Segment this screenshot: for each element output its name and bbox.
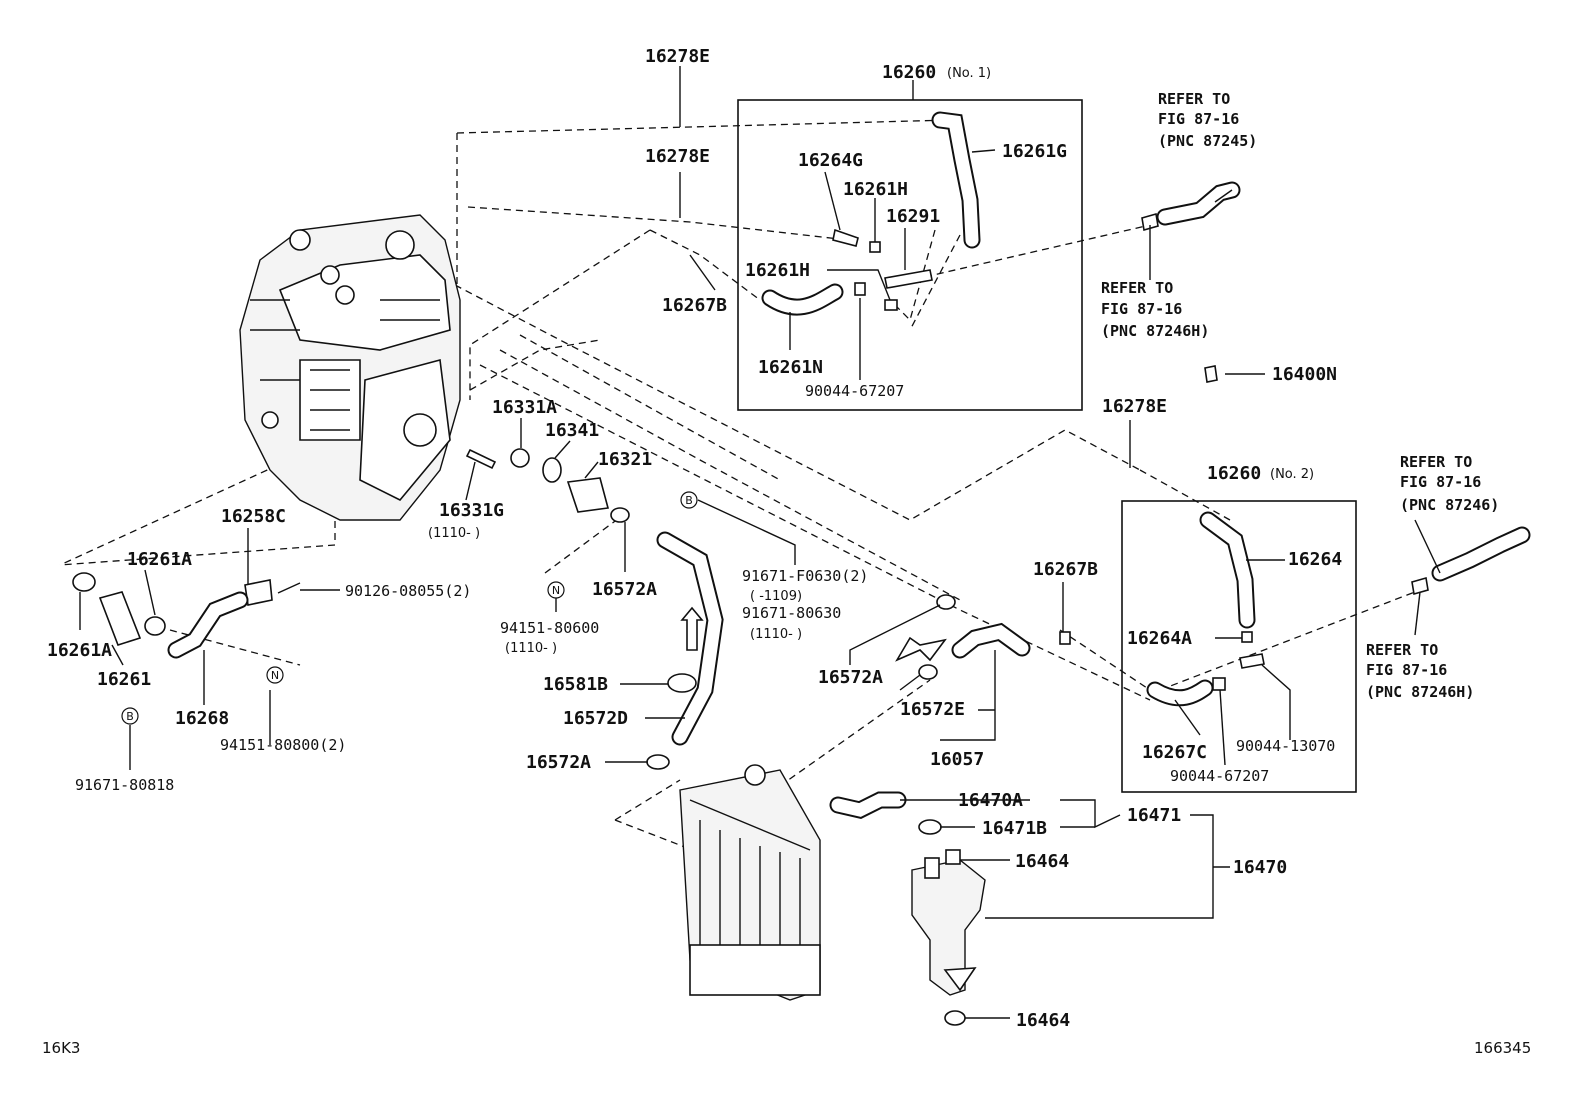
reservoir-tank [829, 791, 986, 1026]
label-16264: 16264 [1288, 549, 1342, 570]
label-16267B-b: 16267B [1033, 559, 1098, 580]
svg-text:FIG 87-16: FIG 87-16 [1400, 473, 1481, 491]
label-16258C: 16258C [221, 506, 286, 527]
label-91671-80818: 91671-80818 [75, 776, 174, 794]
label-16572A-a: 16572A [592, 579, 657, 600]
svg-text:FIG 87-16: FIG 87-16 [1101, 300, 1182, 318]
label-94151-80600-range: (1110- ) [505, 641, 557, 656]
label-16400N: 16400N [1272, 364, 1337, 385]
label-90044-67207-a: 90044-67207 [805, 382, 904, 400]
label-94151-80600: 94151-80600 [500, 619, 599, 637]
label-16057: 16057 [930, 749, 984, 770]
svg-text:N: N [271, 669, 279, 682]
reference-hoses [1141, 181, 1531, 596]
label-91671-80630-range: (1110- ) [750, 627, 802, 642]
label-91671-F0630: 91671-F0630(2) [742, 567, 868, 585]
label-16261H-a: 16261H [843, 179, 908, 200]
center-parts [465, 448, 1071, 770]
label-16572E: 16572E [900, 699, 965, 720]
label-91671-F0630-range: ( -1109) [750, 589, 802, 604]
label-16261: 16261 [97, 669, 151, 690]
label-16261H-b: 16261H [745, 260, 810, 281]
engine-block [239, 214, 461, 521]
routing-lines [59, 119, 1421, 881]
label-16264A: 16264A [1127, 628, 1192, 649]
box1-suffix: (No. 1) [947, 66, 991, 81]
svg-text:B: B [685, 494, 693, 507]
refer-note-3: REFER TO FIG 87-16 (PNC 87246) [1400, 453, 1499, 514]
leader-lines [79, 66, 1441, 1019]
box1-parts [761, 111, 981, 316]
label-16278E-mid: 16278E [645, 146, 710, 167]
label-16261A-a: 16261A [127, 549, 192, 570]
left-parts [72, 572, 301, 659]
kit-box-no2 [1121, 500, 1357, 793]
box2-parts [1146, 511, 1265, 707]
label-16470: 16470 [1233, 857, 1287, 878]
label-16267C: 16267C [1142, 742, 1207, 763]
label-94151-80800: 94151-80800(2) [220, 736, 346, 754]
svg-text:REFER TO: REFER TO [1400, 453, 1472, 471]
radiator [679, 764, 821, 1001]
label-16572A-c: 16572A [818, 667, 883, 688]
svg-text:REFER TO: REFER TO [1158, 90, 1230, 108]
label-16331G: 16331G [439, 500, 504, 521]
label-16471B: 16471B [982, 818, 1047, 839]
label-90126-08055: 90126-08055(2) [345, 582, 471, 600]
label-16341: 16341 [545, 420, 599, 441]
label-16581B: 16581B [543, 674, 608, 695]
figure-number: 166345 [1474, 1039, 1531, 1057]
svg-text:(PNC 87246): (PNC 87246) [1400, 496, 1499, 514]
label-16278E-top: 16278E [645, 46, 710, 67]
label-16278E-r: 16278E [1102, 396, 1167, 417]
refer-note-2: REFER TO FIG 87-16 (PNC 87246H) [1101, 279, 1209, 340]
label-16470A: 16470A [958, 790, 1023, 811]
label-90044-67207-b: 90044-67207 [1170, 767, 1269, 785]
svg-text:(PNC 87246H): (PNC 87246H) [1366, 683, 1474, 701]
svg-text:(PNC 87246H): (PNC 87246H) [1101, 322, 1209, 340]
label-16261G: 16261G [1002, 141, 1067, 162]
label-16261N: 16261N [758, 357, 823, 378]
label-16267B-a: 16267B [662, 295, 727, 316]
svg-text:REFER TO: REFER TO [1101, 279, 1173, 297]
kit-box-no1 [737, 99, 1083, 411]
svg-text:N: N [552, 584, 560, 597]
label-16331G-range: (1110- ) [428, 526, 480, 541]
svg-text:(PNC 87245): (PNC 87245) [1158, 132, 1257, 150]
label-16268: 16268 [175, 708, 229, 729]
box1-title: 16260 [882, 62, 936, 83]
label-16471: 16471 [1127, 805, 1181, 826]
label-16321: 16321 [598, 449, 652, 470]
label-16261A-b: 16261A [47, 640, 112, 661]
refer-note-1: REFER TO FIG 87-16 (PNC 87245) [1158, 90, 1257, 150]
label-91671-80630: 91671-80630 [742, 604, 841, 622]
n-marker-1: N [547, 581, 565, 599]
box2-title: 16260 [1207, 463, 1261, 484]
box2-suffix: (No. 2) [1270, 467, 1314, 482]
label-16264G: 16264G [798, 150, 863, 171]
b-marker-1: B [680, 491, 698, 509]
svg-text:FIG 87-16: FIG 87-16 [1366, 661, 1447, 679]
n-marker-2: N [266, 666, 284, 684]
label-16291: 16291 [886, 206, 940, 227]
part-labels: 16278E 16278E 16264G 16261H 16291 16261G… [47, 46, 1342, 1031]
label-90044-13070: 90044-13070 [1236, 737, 1335, 755]
label-16464-a: 16464 [1015, 851, 1069, 872]
refer-note-4: REFER TO FIG 87-16 (PNC 87246H) [1366, 641, 1474, 701]
page-code: 16K3 [42, 1039, 80, 1057]
label-16572D: 16572D [563, 708, 628, 729]
label-16572A-b: 16572A [526, 752, 591, 773]
svg-text:REFER TO: REFER TO [1366, 641, 1438, 659]
label-16464-b: 16464 [1016, 1010, 1070, 1031]
svg-text:B: B [126, 710, 134, 723]
svg-text:FIG 87-16: FIG 87-16 [1158, 110, 1239, 128]
label-16331A: 16331A [492, 397, 557, 418]
b-marker-2: B [121, 707, 139, 725]
